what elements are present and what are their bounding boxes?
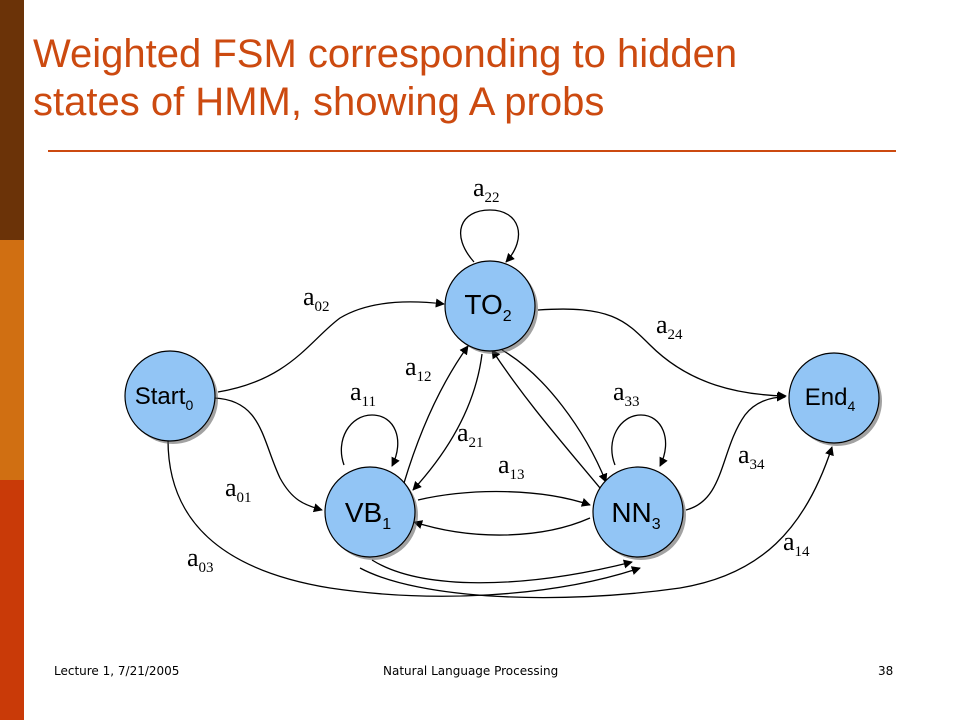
title-divider — [48, 150, 896, 152]
node-label-start: Start0 — [135, 383, 194, 413]
edge-to-nn — [501, 349, 608, 483]
edge-a14 — [359, 446, 834, 599]
edge-label-a12: a12 — [405, 352, 432, 385]
node-end: End4 — [788, 352, 882, 446]
node-start: Start0 — [124, 350, 218, 444]
node-label-to: TO2 — [464, 289, 511, 325]
edge-label-a24: a24 — [656, 310, 683, 343]
sidebar-band-middle — [0, 240, 24, 480]
sidebar-band-bottom — [0, 480, 24, 720]
edge-label-a03: a03 — [187, 543, 214, 576]
footer-course-name: Natural Language Processing — [383, 664, 559, 678]
node-label-vb: VB1 — [345, 497, 391, 533]
edge-a13 — [417, 490, 591, 507]
footer-page-number: 38 — [878, 664, 894, 678]
slide-title-line-1: Weighted FSM corresponding to hidden — [33, 32, 738, 76]
node-label-nn: NN3 — [611, 497, 660, 533]
edge-a21 — [412, 353, 483, 491]
edge-label-a11: a11 — [350, 377, 376, 410]
node-to: TO2 — [444, 260, 538, 354]
node-nn: NN3 — [592, 466, 686, 560]
slide-title-line-2: states of HMM, showing A probs — [33, 80, 605, 124]
edge-label-a33: a33 — [613, 377, 640, 410]
edge-a12 — [403, 345, 469, 484]
edge-a11 — [340, 414, 400, 467]
edge-a34 — [685, 392, 786, 511]
edge-nn-to — [491, 349, 601, 489]
node-label-end: End4 — [805, 384, 856, 414]
edge-label-a14: a14 — [783, 527, 810, 560]
sidebar-band-top — [0, 0, 24, 240]
edge-a02 — [217, 298, 445, 393]
edge-a24 — [537, 308, 787, 401]
edge-a01 — [213, 397, 323, 513]
edge-label-a21: a21 — [457, 418, 484, 451]
edge-label-a22: a22 — [473, 173, 500, 206]
edge-nn-vb — [413, 517, 591, 536]
edge-vb-nn-bottom — [371, 559, 633, 584]
edge-label-a01: a01 — [225, 473, 252, 506]
edge-label-a02: a02 — [303, 282, 330, 315]
slide-title: Weighted FSM corresponding to hidden sta… — [33, 30, 923, 126]
footer-lecture-date: Lecture 1, 7/21/2005 — [54, 664, 180, 678]
edge-a22 — [459, 209, 520, 263]
edge-label-a34: a34 — [738, 440, 765, 473]
edge-a03 — [167, 439, 641, 597]
node-vb: VB1 — [324, 466, 418, 560]
edge-a33 — [611, 414, 668, 467]
edge-label-a13: a13 — [498, 450, 525, 483]
